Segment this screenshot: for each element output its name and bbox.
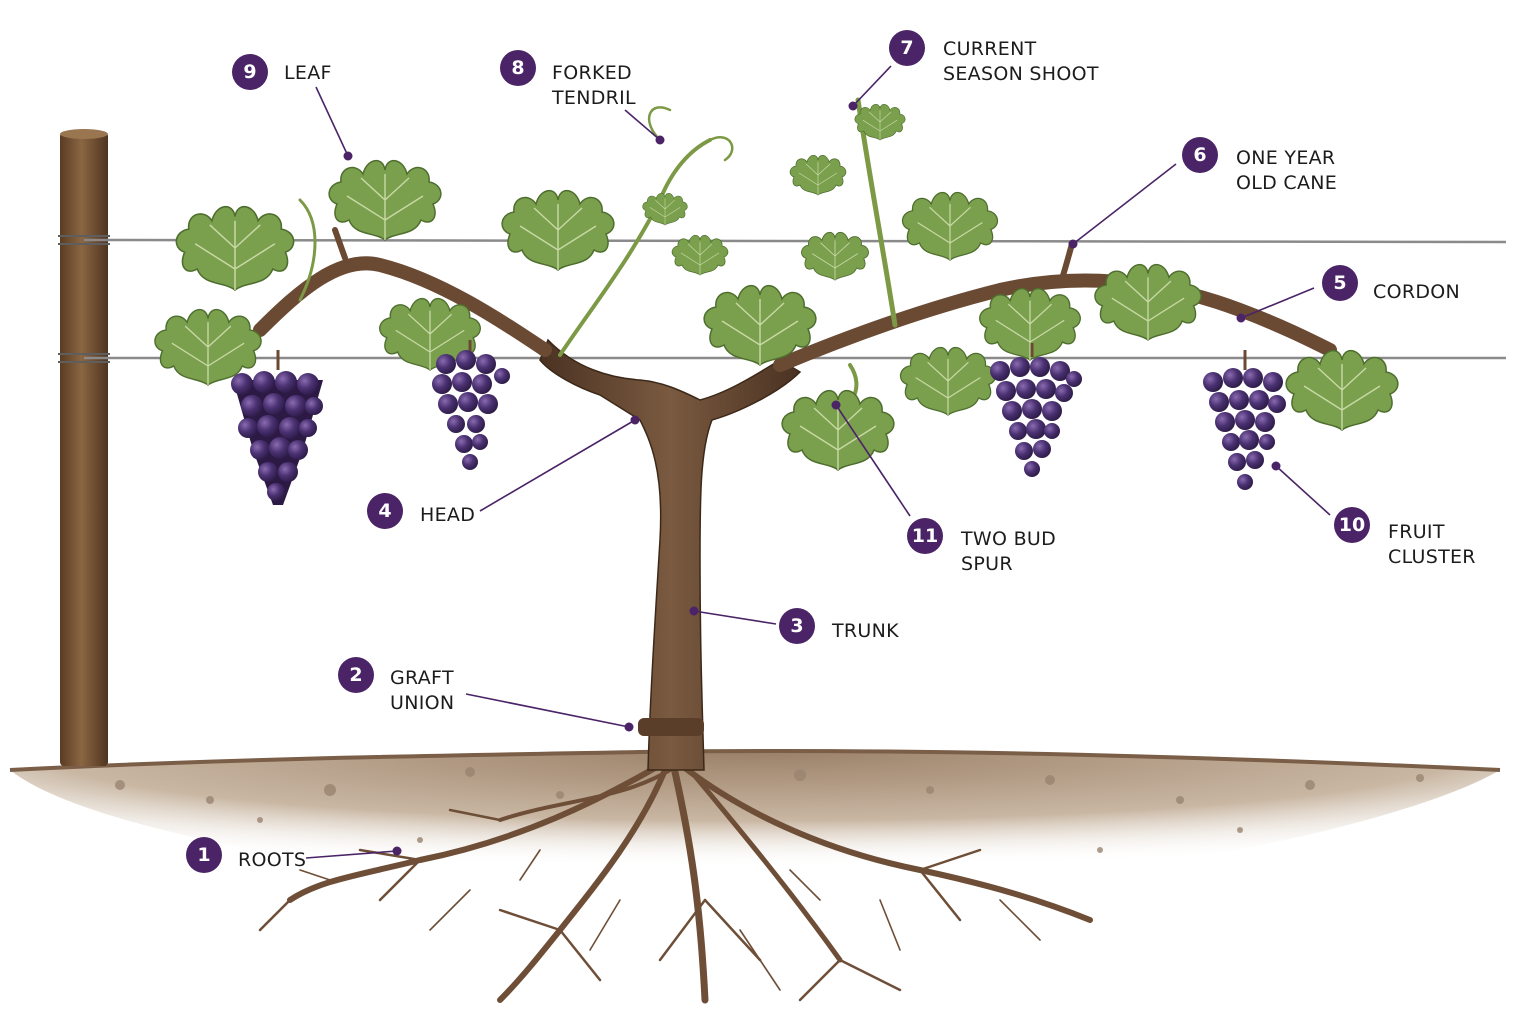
label-line: LEAF <box>284 62 332 84</box>
grape-clusters <box>231 340 1286 505</box>
label-line: FORKED <box>552 62 632 84</box>
root-system <box>258 762 1093 1004</box>
anchor-dot-roots <box>392 846 402 856</box>
label-line: OLD CANE <box>1236 172 1338 194</box>
marker-number-forked-tendril: 8 <box>500 50 536 86</box>
label-fruit-cluster: FRUIT CLUSTER <box>1388 520 1476 570</box>
anchor-dot-one-year-cane <box>1068 239 1078 249</box>
label-line: HEAD <box>420 504 476 526</box>
leader-line-one-year-cane <box>1072 163 1177 245</box>
anchor-dot-graft-union <box>624 722 634 732</box>
trellis-post <box>60 132 108 766</box>
grape-cluster <box>990 343 1082 477</box>
label-line: CURRENT <box>943 38 1037 60</box>
label-line: SPUR <box>961 553 1013 575</box>
label-line: CLUSTER <box>1388 546 1476 568</box>
marker-number-fruit-cluster: 10 <box>1334 507 1370 543</box>
label-line: UNION <box>390 692 455 714</box>
marker-number-leaf: 9 <box>232 54 268 90</box>
anchor-dot-leaf <box>343 151 353 161</box>
vine-cordons <box>253 97 1337 410</box>
label-line: ROOTS <box>238 849 307 871</box>
anchor-dot-current-shoot <box>848 101 858 111</box>
label-head: HEAD <box>420 503 475 528</box>
label-one-year-cane: ONE YEAR OLD CANE <box>1236 146 1337 196</box>
leader-line-fruit-cluster <box>1275 465 1331 516</box>
anchor-dot-trunk <box>689 606 699 616</box>
vine-trunk <box>539 338 802 771</box>
marker-number-two-bud-spur: 11 <box>907 518 943 554</box>
label-forked-tendril: FORKED TENDRIL <box>552 61 636 111</box>
grape-cluster <box>432 340 510 470</box>
leader-line-graft-union <box>465 693 630 728</box>
label-current-shoot: CURRENT SEASON SHOOT <box>943 37 1099 87</box>
marker-number-one-year-cane: 6 <box>1182 137 1218 173</box>
leader-line-current-shoot <box>852 65 892 107</box>
marker-number-cordon: 5 <box>1322 265 1358 301</box>
label-leaf: LEAF <box>284 61 332 86</box>
leader-line-head <box>479 419 636 512</box>
label-line: TRUNK <box>832 620 899 642</box>
leader-line-leaf <box>315 86 349 157</box>
anchor-dot-forked-tendril <box>655 135 665 145</box>
label-line: ONE YEAR <box>1236 147 1336 169</box>
label-line: TWO BUD <box>961 528 1057 550</box>
marker-number-head: 4 <box>367 493 403 529</box>
marker-number-roots: 1 <box>186 837 222 873</box>
label-cordon: CORDON <box>1373 280 1460 305</box>
label-line: FRUIT <box>1388 521 1445 543</box>
marker-number-graft-union: 2 <box>338 657 374 693</box>
marker-number-current-shoot: 7 <box>889 30 925 66</box>
soil <box>9 748 1501 897</box>
grape-cluster <box>1203 350 1286 490</box>
label-line: TENDRIL <box>552 87 636 109</box>
marker-number-trunk: 3 <box>779 608 815 644</box>
leader-line-two-bud-spur <box>835 404 911 517</box>
label-trunk: TRUNK <box>832 619 899 644</box>
label-graft-union: GRAFT UNION <box>390 666 454 716</box>
leader-line-roots <box>305 850 398 859</box>
grape-cluster <box>231 350 323 505</box>
label-roots: ROOTS <box>238 848 306 873</box>
leader-line-cordon <box>1240 287 1315 319</box>
anchor-dot-cordon <box>1236 313 1246 323</box>
label-line: SEASON SHOOT <box>943 63 1099 85</box>
leader-line-trunk <box>693 610 777 625</box>
label-two-bud-spur: TWO BUD SPUR <box>961 527 1056 577</box>
label-line: CORDON <box>1373 281 1461 303</box>
anchor-dot-two-bud-spur <box>831 400 841 410</box>
label-line: GRAFT <box>390 667 454 689</box>
anchor-dot-fruit-cluster <box>1271 461 1281 471</box>
leader-line-forked-tendril <box>624 109 661 141</box>
anchor-dot-head <box>630 415 640 425</box>
